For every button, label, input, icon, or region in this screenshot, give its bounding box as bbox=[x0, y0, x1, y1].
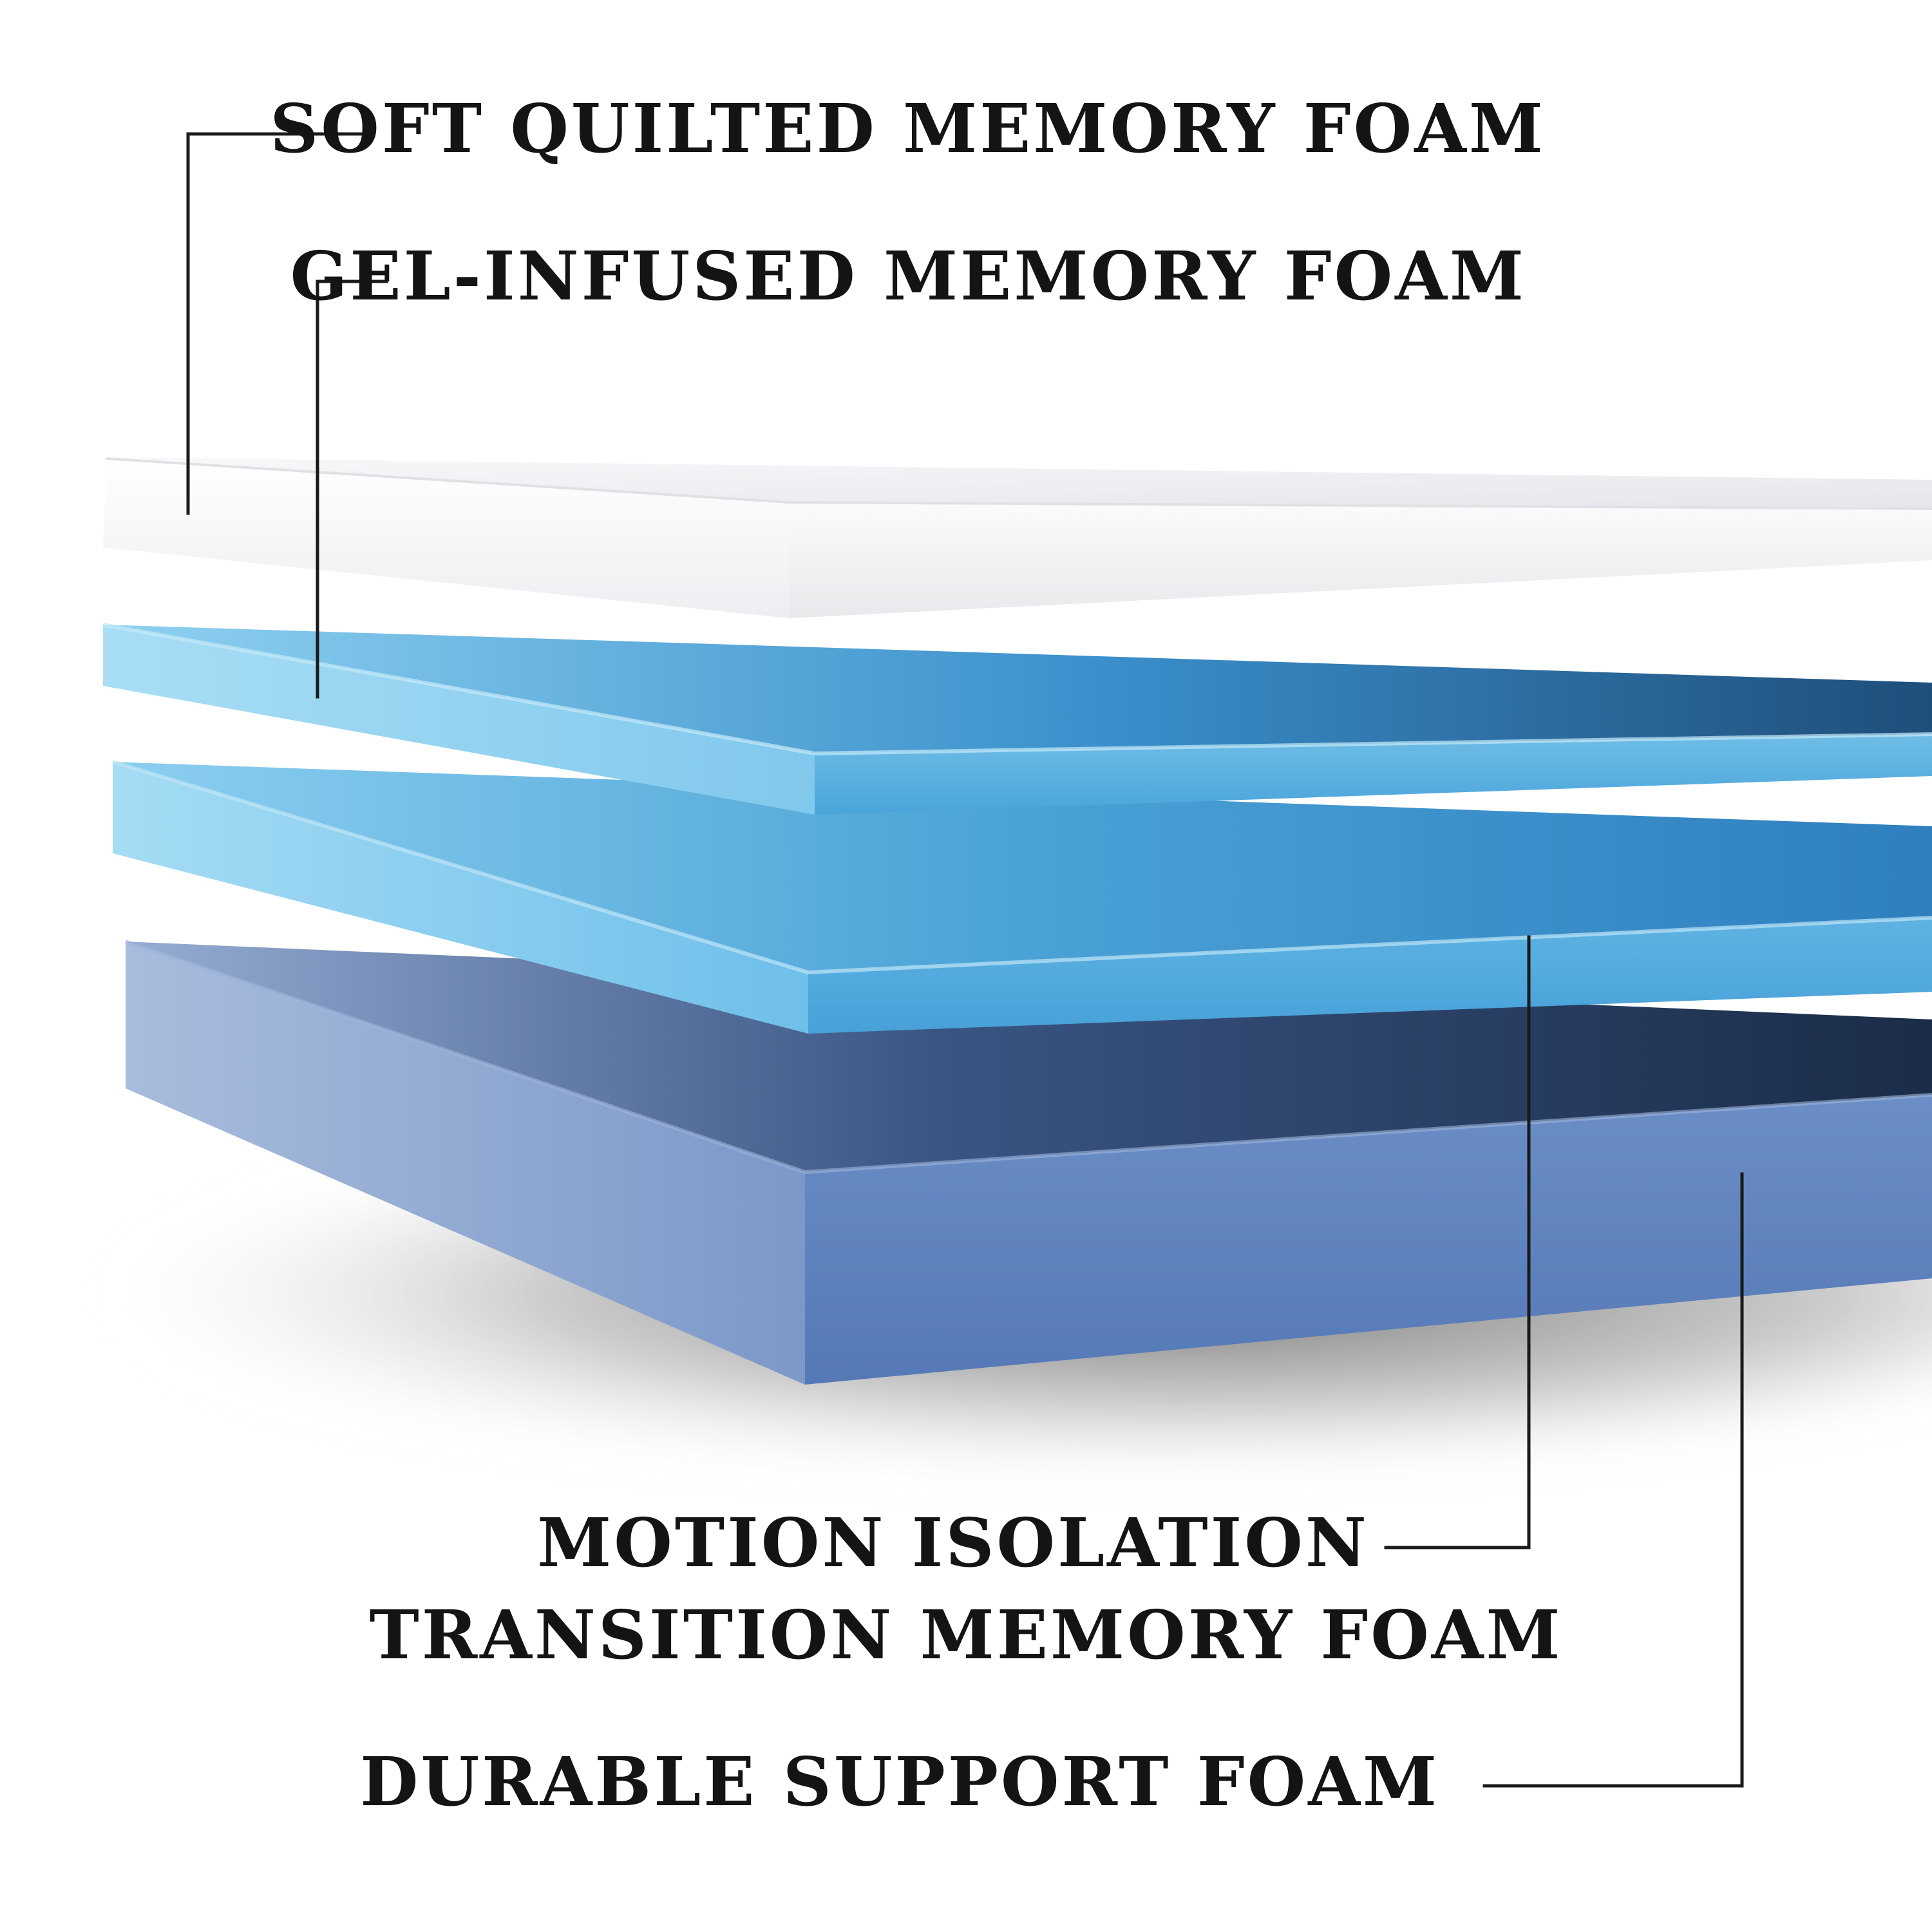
soft-quilted-memory-foam-layer bbox=[103, 457, 1932, 618]
transition-front-face bbox=[808, 918, 1932, 1034]
transition-edge-highlight bbox=[112, 760, 1932, 975]
leader-line-gel-infused bbox=[316, 279, 388, 699]
leader-lines bbox=[186, 132, 1744, 1788]
transition-top-face bbox=[113, 762, 1932, 972]
durable-support-foam-layer bbox=[125, 940, 1932, 1385]
label-gel-infused-memory-foam: GEL-INFUSED MEMORY FOAM bbox=[290, 236, 1526, 316]
leader-line-durable-support bbox=[1482, 1172, 1744, 1788]
support-front-face bbox=[805, 1095, 1932, 1385]
gel-left-face bbox=[103, 625, 815, 815]
support-left-face bbox=[126, 942, 805, 1385]
label-durable-support-foam: DURABLE SUPPORT FOAM bbox=[360, 1742, 1439, 1821]
white-top-face bbox=[116, 457, 1932, 509]
gel-top-face bbox=[103, 625, 1932, 753]
support-edge-highlight bbox=[125, 940, 1932, 1175]
transition-left-face bbox=[113, 762, 808, 1034]
white-front-face bbox=[789, 502, 1932, 618]
leader-line-soft-quilted bbox=[186, 132, 368, 515]
white-edge-line bbox=[106, 457, 1932, 510]
leader-line-motion-isolation bbox=[1384, 935, 1531, 1549]
white-left-face bbox=[103, 459, 789, 618]
gel-infused-memory-foam-layer bbox=[102, 623, 1932, 815]
label-motion-isolation: MOTION ISOLATION bbox=[537, 1503, 1369, 1582]
label-soft-quilted-memory-foam: SOFT QUILTED MEMORY FOAM bbox=[270, 89, 1546, 168]
support-top-face bbox=[126, 942, 1932, 1172]
label-transition-memory-foam: TRANSITION MEMORY FOAM bbox=[369, 1595, 1562, 1674]
transition-memory-foam-layer bbox=[112, 760, 1932, 1034]
gel-front-face bbox=[815, 734, 1932, 815]
gel-edge-highlight bbox=[102, 623, 1932, 756]
